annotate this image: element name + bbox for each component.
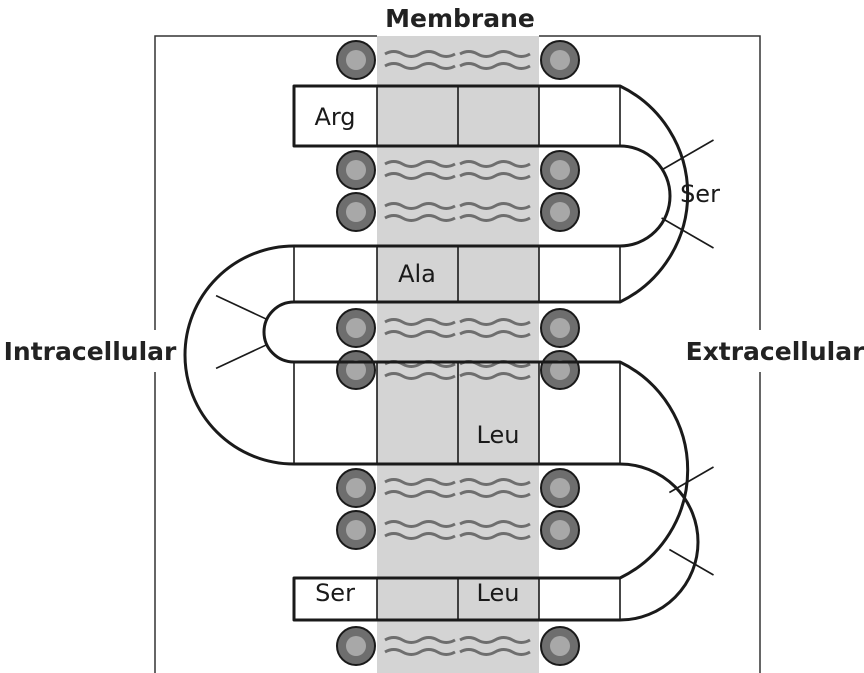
residue-separator [215,343,268,370]
lipid-tail [459,520,531,528]
lipid-tail [384,62,456,70]
lipid-tail [384,478,456,486]
lipid-tail [384,318,456,326]
lipid-tail [384,648,456,656]
residue-separator [661,217,714,249]
lipid-row [336,150,580,190]
lipid-head-core [550,478,570,498]
residue-row1-arg: Arg [314,103,355,131]
residue-row2-ala: Ala [398,260,436,288]
lipid-head-core [550,636,570,656]
lipid-tail [384,636,456,644]
lipid-tail [459,62,531,70]
lipid-head-core [346,50,366,70]
lipid-row [336,626,580,666]
lipid-head-core [550,160,570,180]
lipid-head-core [346,360,366,380]
membrane-label: Membrane [385,4,535,33]
lipid-head-core [346,478,366,498]
residue-separator [668,548,714,576]
extracellular-boundary-line [539,35,761,330]
lipid-tail [459,172,531,180]
lipid-row [336,308,580,348]
lipid-tail [459,478,531,486]
residue-curve1-ser: Ser [680,180,720,208]
lipid-row [336,468,580,508]
lipid-tail [384,372,456,380]
lipid-tail [459,490,531,498]
lipid-head-core [346,160,366,180]
lipid-head-core [346,636,366,656]
lipid-tail [459,214,531,222]
lipid-tail [384,160,456,168]
lipid-tail [459,532,531,540]
lipid-row [336,40,580,80]
intracellular-label: Intracellular [4,337,177,366]
lipid-head-core [346,520,366,540]
residue-separator [661,139,714,171]
lipid-tail [384,490,456,498]
lipid-tail [459,636,531,644]
lipid-head-core [550,318,570,338]
residue-row4-ser: Ser [315,579,355,607]
residue-separator [668,466,714,494]
lipid-tail [459,318,531,326]
lipid-tail [384,50,456,58]
extracellular-label: Extracellular [686,337,864,366]
lipid-tail [384,330,456,338]
lipid-head-core [550,202,570,222]
lipid-tail [384,202,456,210]
residue-row3-leu: Leu [477,421,520,449]
residue-separators [215,86,714,620]
lipid-tail [459,160,531,168]
lipid-tail [384,172,456,180]
lipid-tail [459,202,531,210]
lipid-row [336,510,580,550]
lipid-bilayer [336,40,580,666]
residue-separator [215,294,268,321]
lipid-head-core [550,520,570,540]
lipid-tail [459,648,531,656]
lipid-tail [384,532,456,540]
intracellular-boundary-line [154,35,377,330]
lipid-row [336,192,580,232]
lipid-tail [384,520,456,528]
lipid-head-core [346,318,366,338]
lipid-tail [384,214,456,222]
lipid-head-core [550,360,570,380]
residue-row4-leu: Leu [477,579,520,607]
lipid-tail [459,372,531,380]
lipid-tail [459,330,531,338]
lipid-tail [459,50,531,58]
lipid-head-core [550,50,570,70]
lipid-head-core [346,202,366,222]
